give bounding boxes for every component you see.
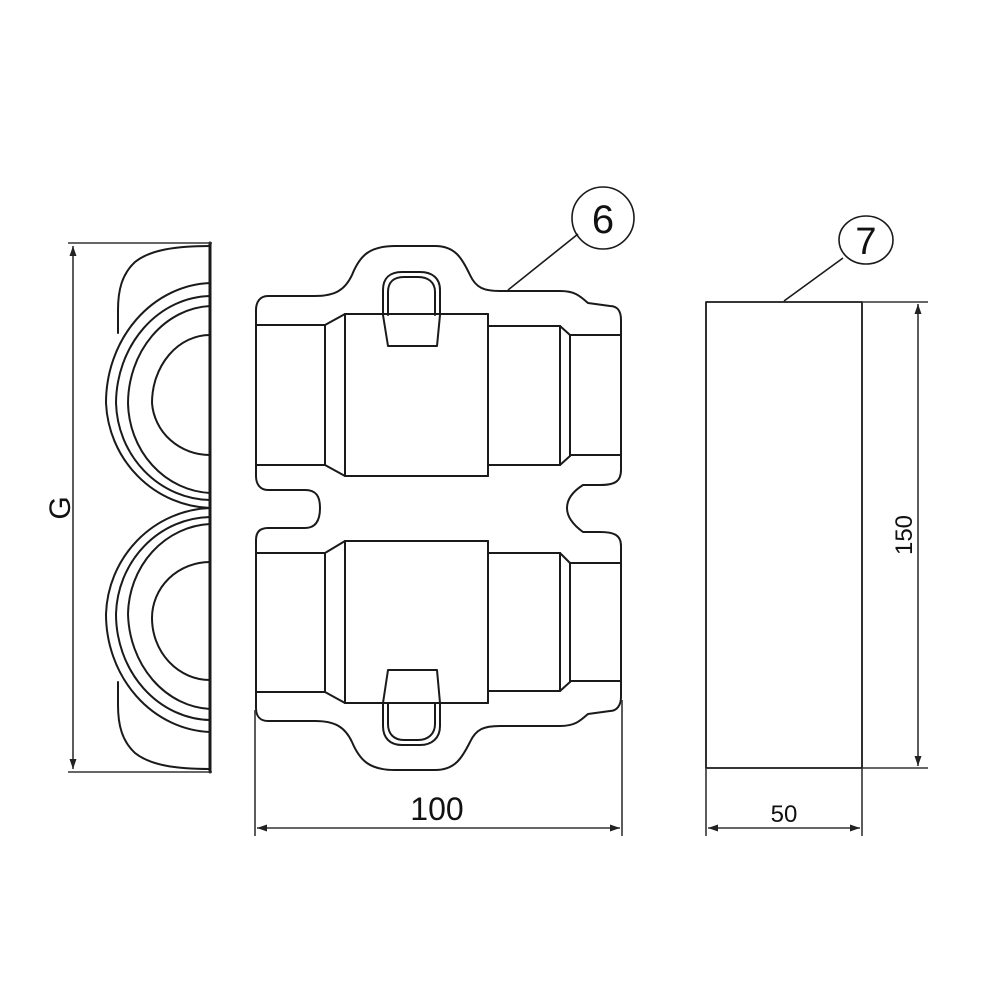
balloon-6	[571, 186, 635, 250]
center-front-view: 6 100	[254, 186, 635, 836]
g-dimension-label: G	[44, 496, 77, 519]
balloon-6-label: 6	[592, 198, 614, 242]
balloon-7	[838, 215, 894, 265]
right-view: 150 50 7	[705, 215, 928, 836]
height-150-label: 150	[891, 515, 918, 555]
balloon-7-label: 7	[855, 221, 876, 263]
width-50-label: 50	[771, 801, 798, 828]
width-100-label: 100	[410, 791, 463, 827]
left-side-view: G	[44, 241, 212, 774]
